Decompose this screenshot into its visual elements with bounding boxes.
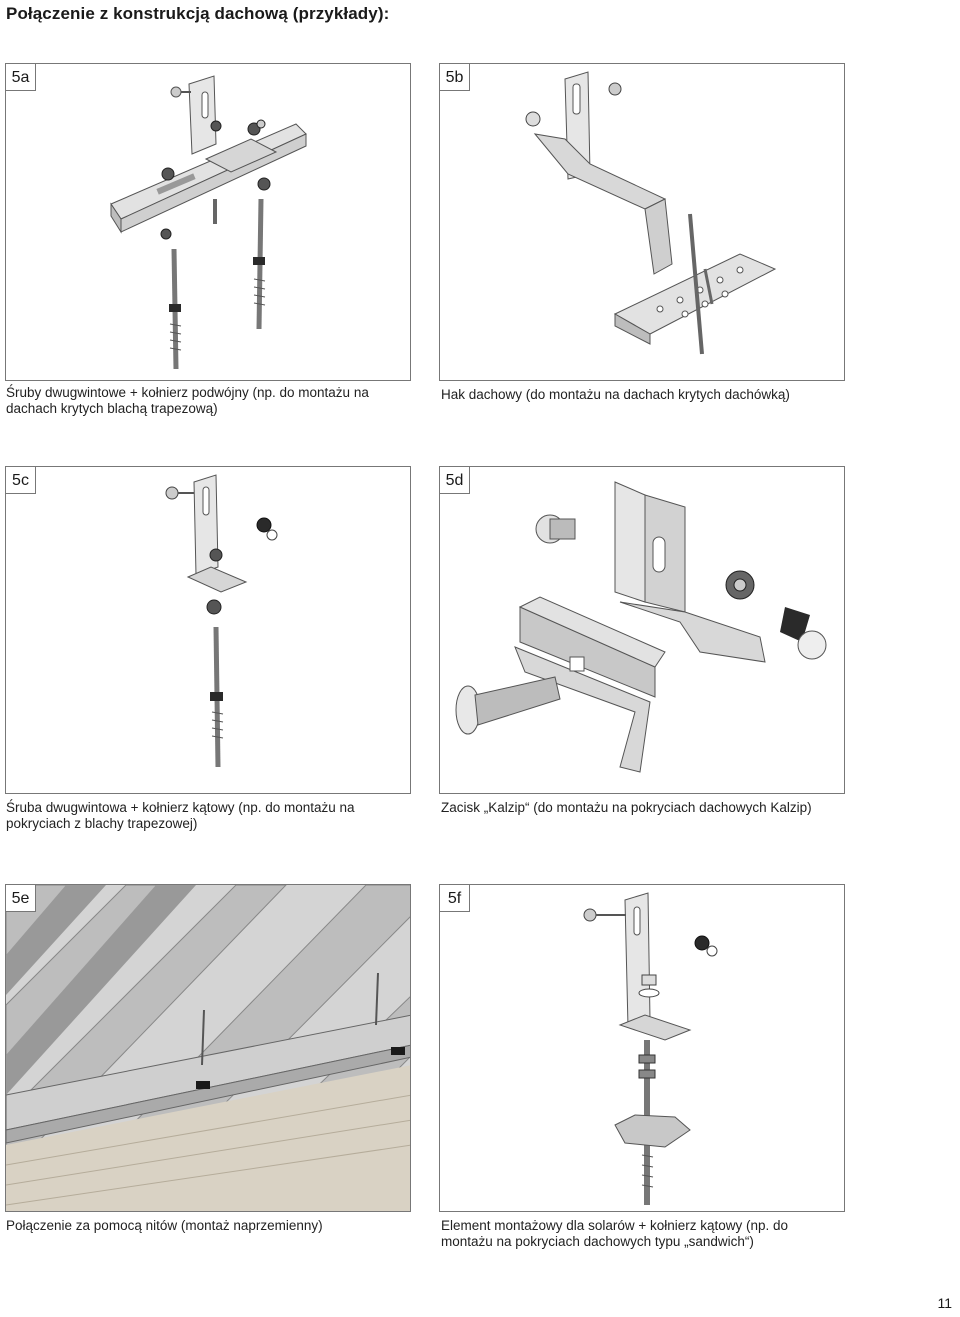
illustration-double-thread-screws-double-flange: [110, 75, 307, 370]
panel-label-5a: 5a: [6, 64, 36, 91]
panel-label-5d: 5d: [440, 467, 470, 494]
panel-5b: 5b: [439, 63, 845, 381]
panel-label-5c: 5c: [6, 467, 36, 494]
caption-5c: Śruba dwugwintowa + kołnierz kątowy (np.…: [6, 800, 355, 831]
panel-5d: 5d: [439, 466, 845, 794]
panel-label-5f: 5f: [440, 885, 470, 912]
page-title: Połączenie z konstrukcją dachową (przykł…: [6, 4, 390, 23]
panel-label-5b: 5b: [440, 64, 470, 91]
caption-5b: Hak dachowy (do montażu na dachach kryty…: [441, 387, 790, 402]
panel-5a: 5a: [5, 63, 411, 381]
caption-5a: Śruby dwugwintowe + kołnierz podwójny (n…: [6, 385, 369, 416]
illustration-kalzip-clamp: [455, 481, 827, 773]
page-number: 11: [937, 1295, 952, 1311]
caption-5f: Element montażowy dla solarów + kołnierz…: [441, 1218, 789, 1249]
caption-5d: Zacisk „Kalzip“ (do montażu na pokryciac…: [441, 800, 812, 815]
illustration-double-thread-screw-angle-flange: [165, 474, 278, 768]
illustration-solar-mounting-element: [583, 892, 718, 1205]
illustration-rivet-connection: [6, 885, 410, 1211]
caption-5e: Połączenie za pomocą nitów (montaż naprz…: [6, 1218, 323, 1233]
panel-label-5e: 5e: [6, 885, 36, 912]
panel-5e: 5e: [5, 884, 411, 1212]
panel-5f: 5f: [439, 884, 845, 1212]
panel-5c: 5c: [5, 466, 411, 794]
illustration-roof-hook: [525, 71, 777, 355]
